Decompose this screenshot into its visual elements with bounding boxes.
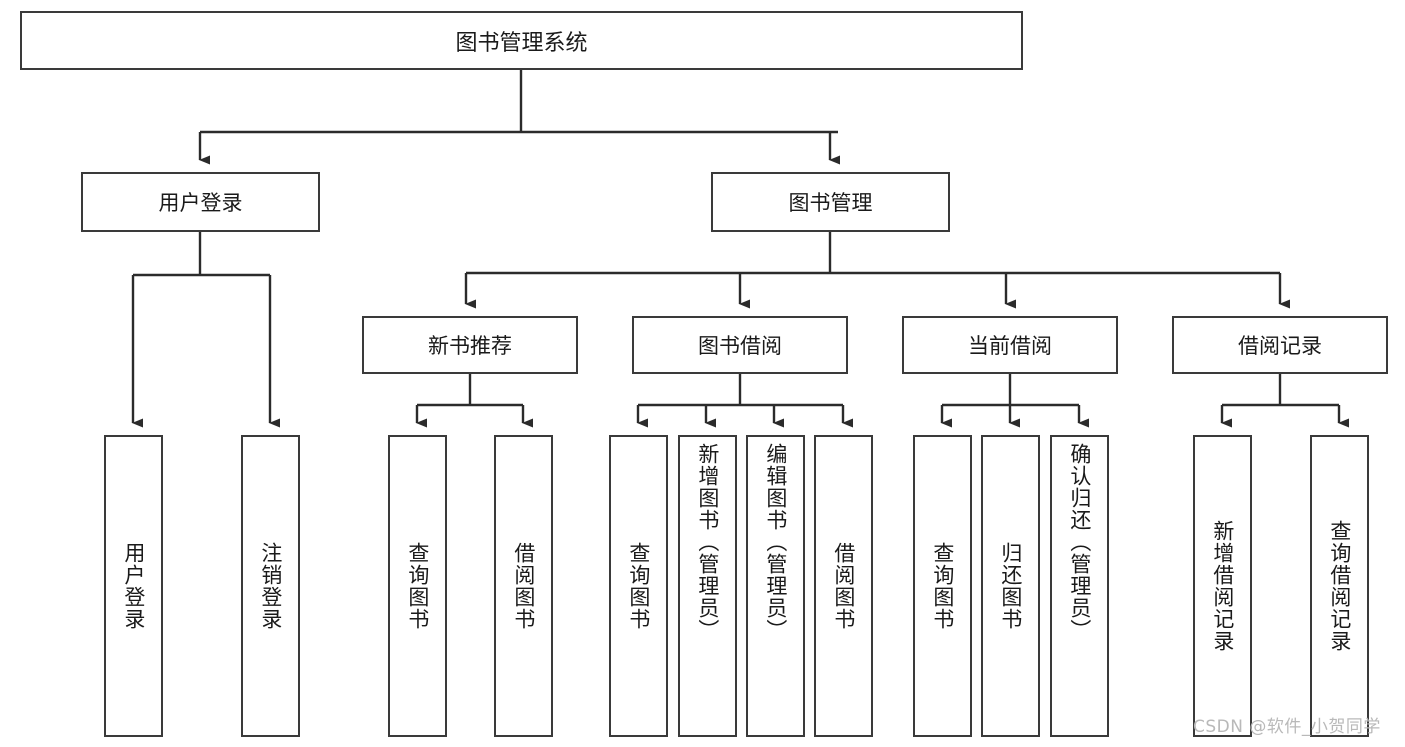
leaf-borrow-book-borrow-label: 借阅图书 [831, 542, 856, 630]
leaf-query-book-current-label: 查询图书 [930, 542, 955, 630]
leaf-query-book-borrow[interactable]: 查询图书 [609, 435, 668, 737]
leaf-add-borrow-record-label: 新增借阅记录 [1210, 520, 1235, 652]
leaf-user-login[interactable]: 用户登录 [104, 435, 163, 737]
leaf-return-book-label: 归还图书 [998, 542, 1023, 630]
node-root-library-system[interactable]: 图书管理系统 [20, 11, 1023, 70]
csdn-watermark: CSDN @软件_小贺同学 [1193, 717, 1381, 737]
node-user-login-label: 用户登录 [158, 191, 243, 215]
leaf-add-borrow-record[interactable]: 新增借阅记录 [1193, 435, 1252, 737]
leaf-borrow-book-recommend[interactable]: 借阅图书 [494, 435, 553, 737]
leaf-query-book-borrow-label: 查询图书 [626, 542, 651, 630]
leaf-query-borrow-record[interactable]: 查询借阅记录 [1310, 435, 1369, 737]
leaf-add-book-label: 新增图书（管理员） [695, 443, 720, 641]
leaf-user-login-label: 用户登录 [121, 542, 146, 630]
leaf-edit-book-label: 编辑图书（管理员） [763, 443, 788, 641]
node-book-borrow[interactable]: 图书借阅 [632, 316, 848, 374]
leaf-query-book-recommend-label: 查询图书 [405, 542, 430, 630]
leaf-query-book-recommend[interactable]: 查询图书 [388, 435, 447, 737]
leaf-query-borrow-record-label: 查询借阅记录 [1327, 520, 1352, 652]
node-current-borrow[interactable]: 当前借阅 [902, 316, 1118, 374]
leaf-user-logout-label: 注销登录 [258, 542, 283, 630]
node-user-login[interactable]: 用户登录 [81, 172, 320, 232]
node-new-book-recommend[interactable]: 新书推荐 [362, 316, 578, 374]
node-book-borrow-label: 图书借阅 [698, 334, 782, 358]
node-root-label: 图书管理系统 [455, 30, 588, 56]
leaf-borrow-book-borrow[interactable]: 借阅图书 [814, 435, 873, 737]
leaf-user-logout[interactable]: 注销登录 [241, 435, 300, 737]
node-borrow-record-label: 借阅记录 [1238, 334, 1322, 358]
node-book-manage-label: 图书管理 [788, 191, 873, 215]
leaf-return-book[interactable]: 归还图书 [981, 435, 1040, 737]
leaf-confirm-return[interactable]: 确认归还（管理员） [1050, 435, 1109, 737]
node-new-book-recommend-label: 新书推荐 [428, 334, 512, 358]
leaf-query-book-current[interactable]: 查询图书 [913, 435, 972, 737]
leaf-confirm-return-label: 确认归还（管理员） [1067, 443, 1092, 641]
node-borrow-record[interactable]: 借阅记录 [1172, 316, 1388, 374]
node-book-manage[interactable]: 图书管理 [711, 172, 950, 232]
leaf-borrow-book-recommend-label: 借阅图书 [511, 542, 536, 630]
leaf-edit-book[interactable]: 编辑图书（管理员） [746, 435, 805, 737]
leaf-add-book[interactable]: 新增图书（管理员） [678, 435, 737, 737]
node-current-borrow-label: 当前借阅 [968, 334, 1052, 358]
